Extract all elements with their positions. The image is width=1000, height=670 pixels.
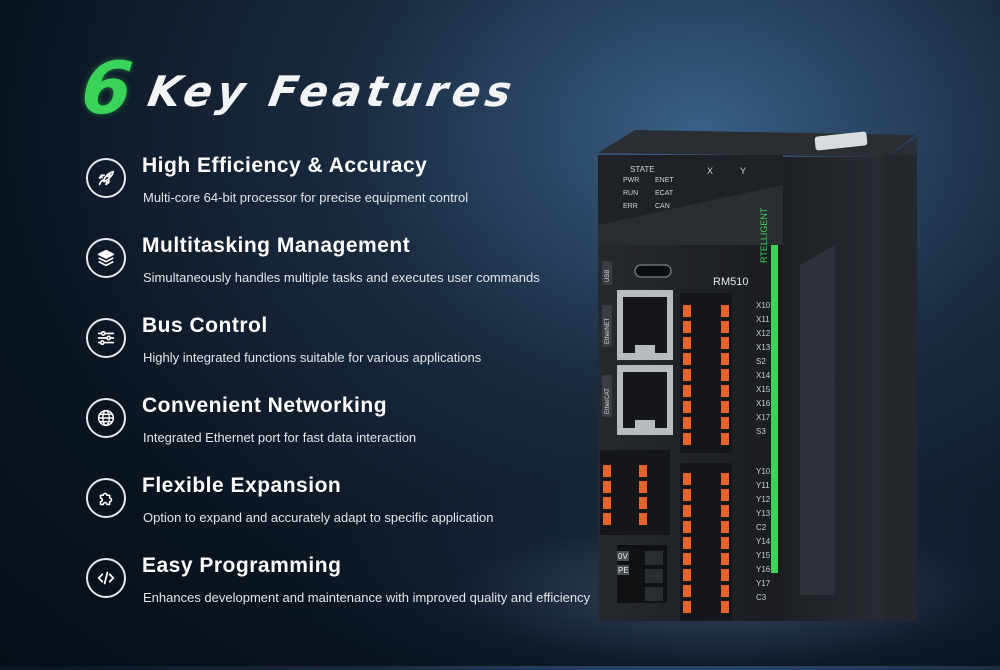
- rocket-icon: [86, 158, 126, 198]
- y-terminal-block: [680, 463, 732, 621]
- x-terminal-label: S2: [756, 357, 766, 366]
- sliders-icon: [86, 318, 126, 358]
- expansion-terminal-block: [600, 450, 670, 535]
- y-terminal-label: Y14: [756, 537, 771, 546]
- x-terminal-label: X15: [756, 385, 771, 394]
- feature-description: Integrated Ethernet port for fast data i…: [143, 430, 417, 445]
- feature-item: High Efficiency & Accuracy Multi-core 64…: [86, 152, 606, 232]
- y-terminal-label: C3: [756, 593, 767, 602]
- power-connector: 0V PE: [617, 545, 667, 603]
- feature-title: Easy Programming: [142, 554, 342, 577]
- y-terminal-label: Y15: [756, 551, 771, 560]
- globe-icon: [86, 398, 126, 438]
- model-label: RM510: [713, 276, 748, 288]
- puzzle-icon: [86, 478, 126, 518]
- x-terminal-label: X14: [756, 371, 771, 380]
- x-terminal-label: X10: [756, 301, 771, 310]
- ethernet-port: [617, 290, 673, 360]
- state-label: STATE: [630, 165, 655, 174]
- feature-title: High Efficiency & Accuracy: [142, 154, 428, 177]
- x-terminal-block: [680, 293, 732, 453]
- x-terminal-label: X11: [756, 315, 770, 324]
- y-terminal-label: Y16: [756, 565, 771, 574]
- led-label: CAN: [655, 203, 670, 210]
- feature-description: Highly integrated functions suitable for…: [143, 350, 482, 365]
- feature-title: Flexible Expansion: [142, 474, 342, 497]
- x-terminal-label: X17: [756, 413, 771, 422]
- led-label: RUN: [623, 190, 638, 197]
- led-label: PWR: [623, 177, 639, 184]
- port-label: EtherCAT: [605, 388, 611, 414]
- controller-device: STATE PWR ENET RUN ECAT ERR CAN X Y RM51…: [598, 130, 917, 621]
- feature-item: Convenient Networking Integrated Etherne…: [86, 392, 606, 472]
- headline-title: Key Features: [144, 67, 521, 116]
- y-terminal-label: Y12: [756, 495, 771, 504]
- y-terminal-label: Y13: [756, 509, 771, 518]
- y-terminal-label: C2: [756, 523, 767, 532]
- feature-item: Flexible Expansion Option to expand and …: [86, 472, 606, 552]
- headline: 6 Key Features: [78, 44, 521, 130]
- feature-description: Multi-core 64-bit processor for precise …: [143, 190, 469, 205]
- feature-item: Easy Programming Enhances development an…: [86, 552, 606, 632]
- x-led-header: X: [707, 166, 713, 176]
- feature-description: Simultaneously handles multiple tasks an…: [143, 270, 540, 285]
- headline-number: 6: [77, 46, 137, 130]
- feature-list: High Efficiency & Accuracy Multi-core 64…: [86, 152, 606, 632]
- led-label: ECAT: [655, 190, 674, 197]
- x-terminal-label: X12: [756, 329, 771, 338]
- y-led-header: Y: [740, 166, 746, 176]
- led-label: ERR: [623, 203, 638, 210]
- feature-description: Enhances development and maintenance wit…: [143, 590, 591, 605]
- feature-description: Option to expand and accurately adapt to…: [143, 510, 494, 525]
- code-icon: [86, 558, 126, 598]
- y-terminal-label: Y10: [756, 467, 771, 476]
- feature-item: Multitasking Management Simultaneously h…: [86, 232, 606, 312]
- led-label: ENET: [655, 177, 674, 184]
- y-terminal-label: Y17: [756, 579, 771, 588]
- y-terminal-label: Y11: [756, 481, 770, 490]
- feature-title: Multitasking Management: [142, 234, 411, 257]
- feature-title: Bus Control: [142, 314, 268, 337]
- port-label: USB: [605, 270, 611, 282]
- layers-icon: [86, 238, 126, 278]
- x-terminal-label: S3: [756, 427, 766, 436]
- ethercat-port: [617, 365, 673, 435]
- x-terminal-label: X13: [756, 343, 771, 352]
- brand-label: RTELLIGENT: [759, 207, 769, 263]
- power-label: 0V: [618, 552, 628, 561]
- power-label: PE: [618, 566, 629, 575]
- feature-item: Bus Control Highly integrated functions …: [86, 312, 606, 392]
- port-label: EtherNET: [605, 317, 611, 344]
- x-terminal-label: X16: [756, 399, 771, 408]
- feature-title: Convenient Networking: [142, 394, 388, 417]
